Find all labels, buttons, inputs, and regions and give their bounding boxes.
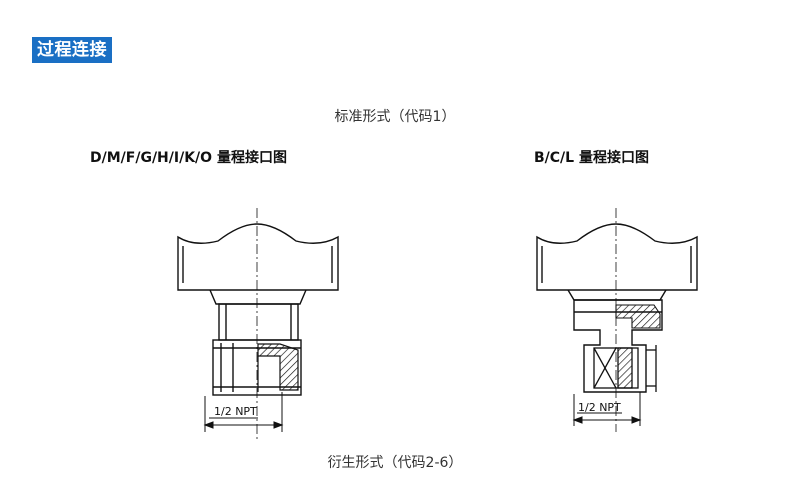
right-connection-drawing: B/C/L 量程接口图 <box>534 149 698 432</box>
section-title-badge: 过程连接 <box>32 37 112 63</box>
right-diagram-title: B/C/L 量程接口图 <box>534 149 649 166</box>
standard-form-caption: 标准形式（代码1） <box>334 109 456 125</box>
left-neck <box>218 303 299 341</box>
right-npt-dimension <box>572 392 642 426</box>
left-thread-section <box>257 343 299 391</box>
right-bonnet <box>536 223 698 301</box>
right-thread-section <box>615 304 661 329</box>
right-socket <box>593 345 657 392</box>
left-npt-dimension <box>203 392 284 432</box>
left-diagram-title: D/M/F/G/H/I/K/O 量程接口图 <box>90 149 287 166</box>
right-npt-label: 1/2 NPT <box>578 401 621 414</box>
left-npt-label: 1/2 NPT <box>214 405 257 418</box>
left-connection-drawing: D/M/F/G/H/I/K/O 量程接口图 <box>90 149 339 440</box>
left-bonnet <box>177 223 339 305</box>
derived-form-caption: 衍生形式（代码2-6） <box>327 455 463 471</box>
